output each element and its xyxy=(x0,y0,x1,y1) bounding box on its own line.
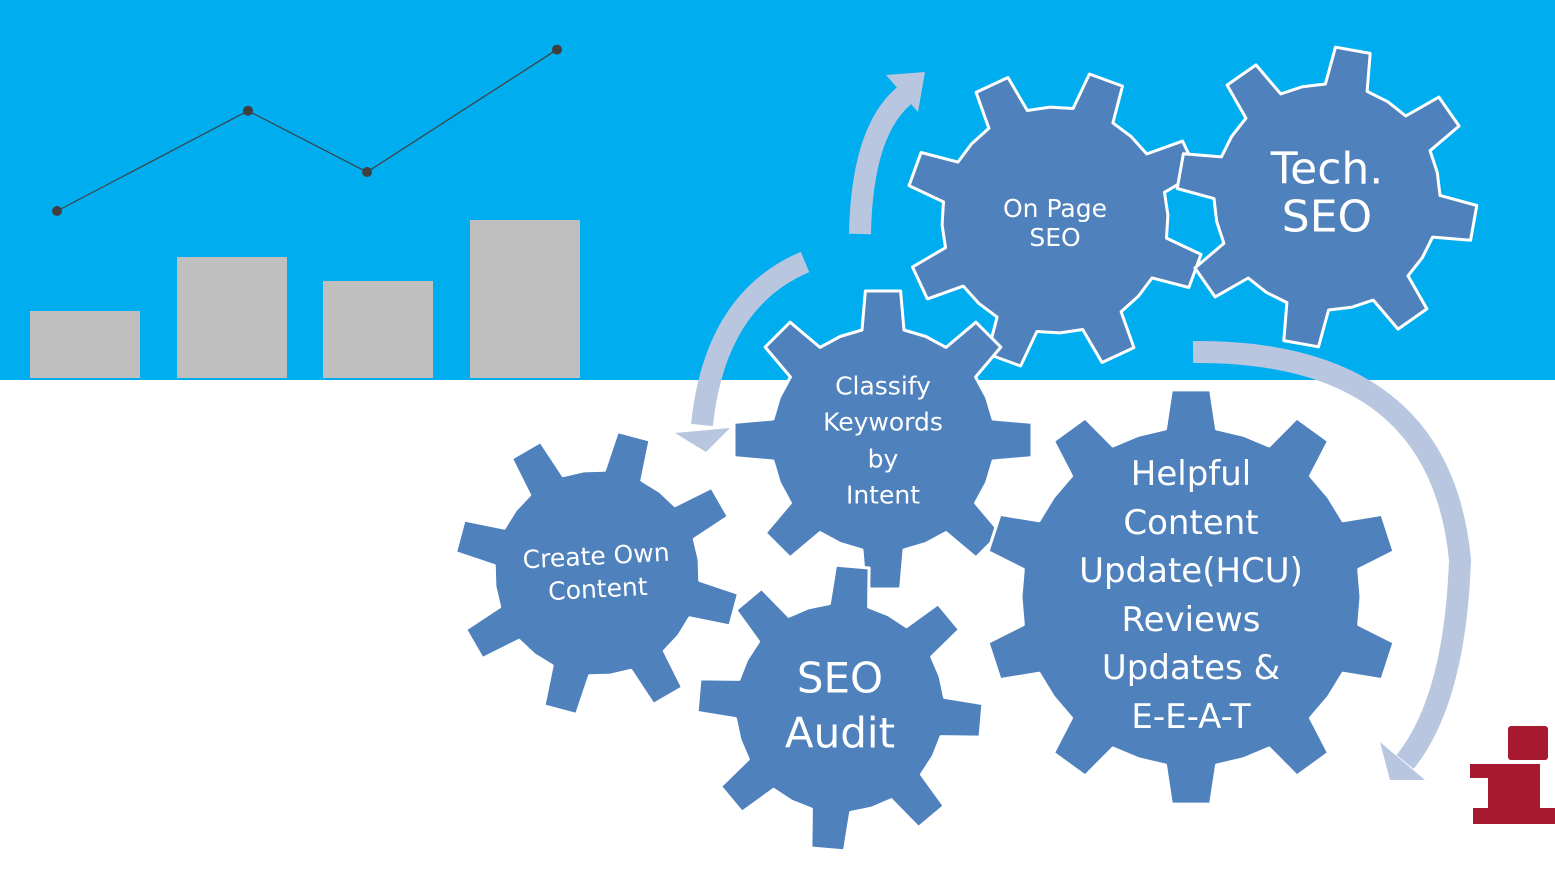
gear-tech-seo xyxy=(1175,45,1479,349)
gear-label-seo-audit: SEO Audit xyxy=(784,653,896,757)
gear-label-tech-seo: Tech. SEO xyxy=(1270,143,1384,243)
decorative-trend-point xyxy=(552,44,562,55)
arrow-down-to-create-content-head xyxy=(675,428,730,452)
decorative-trend-point xyxy=(362,167,372,178)
arrow-down-right-head xyxy=(1380,742,1425,780)
gear-create-own-content xyxy=(454,430,740,716)
arrow-up-to-on-page-head xyxy=(886,72,925,112)
gear-seo-audit xyxy=(695,563,985,853)
letter-i-logo-icon xyxy=(1468,726,1555,824)
gear-classify-keywords xyxy=(732,289,1034,591)
gear-on-page-seo xyxy=(907,72,1203,368)
gear-label-create-own-content: Create Own Content xyxy=(521,537,671,606)
decorative-trend-point xyxy=(243,105,253,116)
decorative-trend-line xyxy=(56,49,558,212)
decorative-bar xyxy=(470,219,580,378)
arrow-down-to-create-content xyxy=(691,251,810,427)
gear-helpful-content xyxy=(986,388,1396,806)
decorative-bar xyxy=(323,280,433,378)
decorative-bar xyxy=(30,310,140,378)
arrow-down-right xyxy=(1192,340,1472,769)
gear-label-helpful-content: Helpful Content Update(HCU) Reviews Upda… xyxy=(1079,454,1303,738)
decorative-trend-point xyxy=(52,206,62,216)
gear-label-classify-keywords: Classify Keywords by Intent xyxy=(823,371,943,510)
decorative-bar xyxy=(177,256,287,378)
gear-label-on-page-seo: On Page SEO xyxy=(1003,193,1107,252)
arrow-up-to-on-page xyxy=(849,86,913,235)
